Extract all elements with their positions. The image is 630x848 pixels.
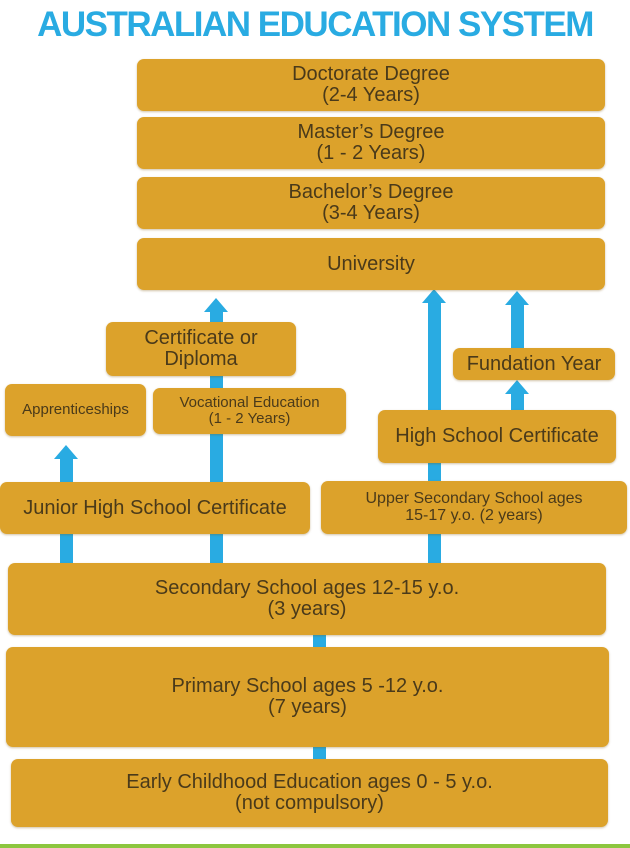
vocational-education-box: Vocational Education (1 - 2 Years) <box>153 388 346 434</box>
certificate-diploma-box: Certificate or Diploma <box>106 322 296 376</box>
apprenticeships-box: Apprenticeships <box>5 384 146 436</box>
apprenticeships-label: Apprenticeships <box>22 401 129 419</box>
secondary-school-duration: (3 years) <box>267 598 347 620</box>
vocational-education-duration: (1 - 2 Years) <box>208 410 291 427</box>
high-school-certificate-box: High School Certificate <box>378 410 616 463</box>
university-label: University <box>327 252 415 275</box>
secondary-school-box: Secondary School ages 12-15 y.o. (3 year… <box>8 563 606 635</box>
doctorate-degree-duration: (2-4 Years) <box>322 84 420 106</box>
certificate-diploma-line2: Diploma <box>164 348 238 370</box>
primary-school-label: Primary School ages 5 -12 y.o. <box>171 675 444 697</box>
doctorate-degree-label: Doctorate Degree <box>292 63 450 85</box>
early-childhood-box: Early Childhood Education ages 0 - 5 y.o… <box>11 759 608 827</box>
secondary-school-label: Secondary School ages 12-15 y.o. <box>154 577 460 599</box>
junior-high-certificate-label: Junior High School Certificate <box>23 496 287 519</box>
primary-school-box: Primary School ages 5 -12 y.o. (7 years) <box>6 647 609 747</box>
upper-secondary-ages: 15-17 y.o. (2 years) <box>405 506 543 524</box>
early-childhood-label: Early Childhood Education ages 0 - 5 y.o… <box>126 771 493 793</box>
high-school-certificate-label: High School Certificate <box>395 425 599 447</box>
university-box: University <box>137 238 605 290</box>
fundation-year-label: Fundation Year <box>466 352 602 375</box>
doctorate-degree-box: Doctorate Degree (2-4 Years) <box>137 59 605 111</box>
bachelors-degree-box: Bachelor’s Degree (3-4 Years) <box>137 177 605 229</box>
masters-degree-box: Master’s Degree (1 - 2 Years) <box>137 117 605 169</box>
primary-school-duration: (7 years) <box>268 696 347 718</box>
bachelors-degree-duration: (3-4 Years) <box>322 202 420 224</box>
masters-degree-label: Master’s Degree <box>297 121 445 143</box>
fundation-year-box: Fundation Year <box>453 348 615 380</box>
upper-secondary-box: Upper Secondary School ages 15-17 y.o. (… <box>321 481 627 534</box>
junior-high-certificate-box: Junior High School Certificate <box>0 482 310 534</box>
certificate-diploma-line1: Certificate or <box>144 327 258 349</box>
bottom-divider <box>0 844 630 848</box>
bachelors-degree-label: Bachelor’s Degree <box>288 181 454 203</box>
masters-degree-duration: (1 - 2 Years) <box>316 142 426 164</box>
early-childhood-note: (not compulsory) <box>235 792 384 814</box>
vocational-education-label: Vocational Education <box>179 394 320 412</box>
page-title: AUSTRALIAN EDUCATION SYSTEM <box>37 5 594 44</box>
upper-secondary-label: Upper Secondary School ages <box>365 489 583 507</box>
